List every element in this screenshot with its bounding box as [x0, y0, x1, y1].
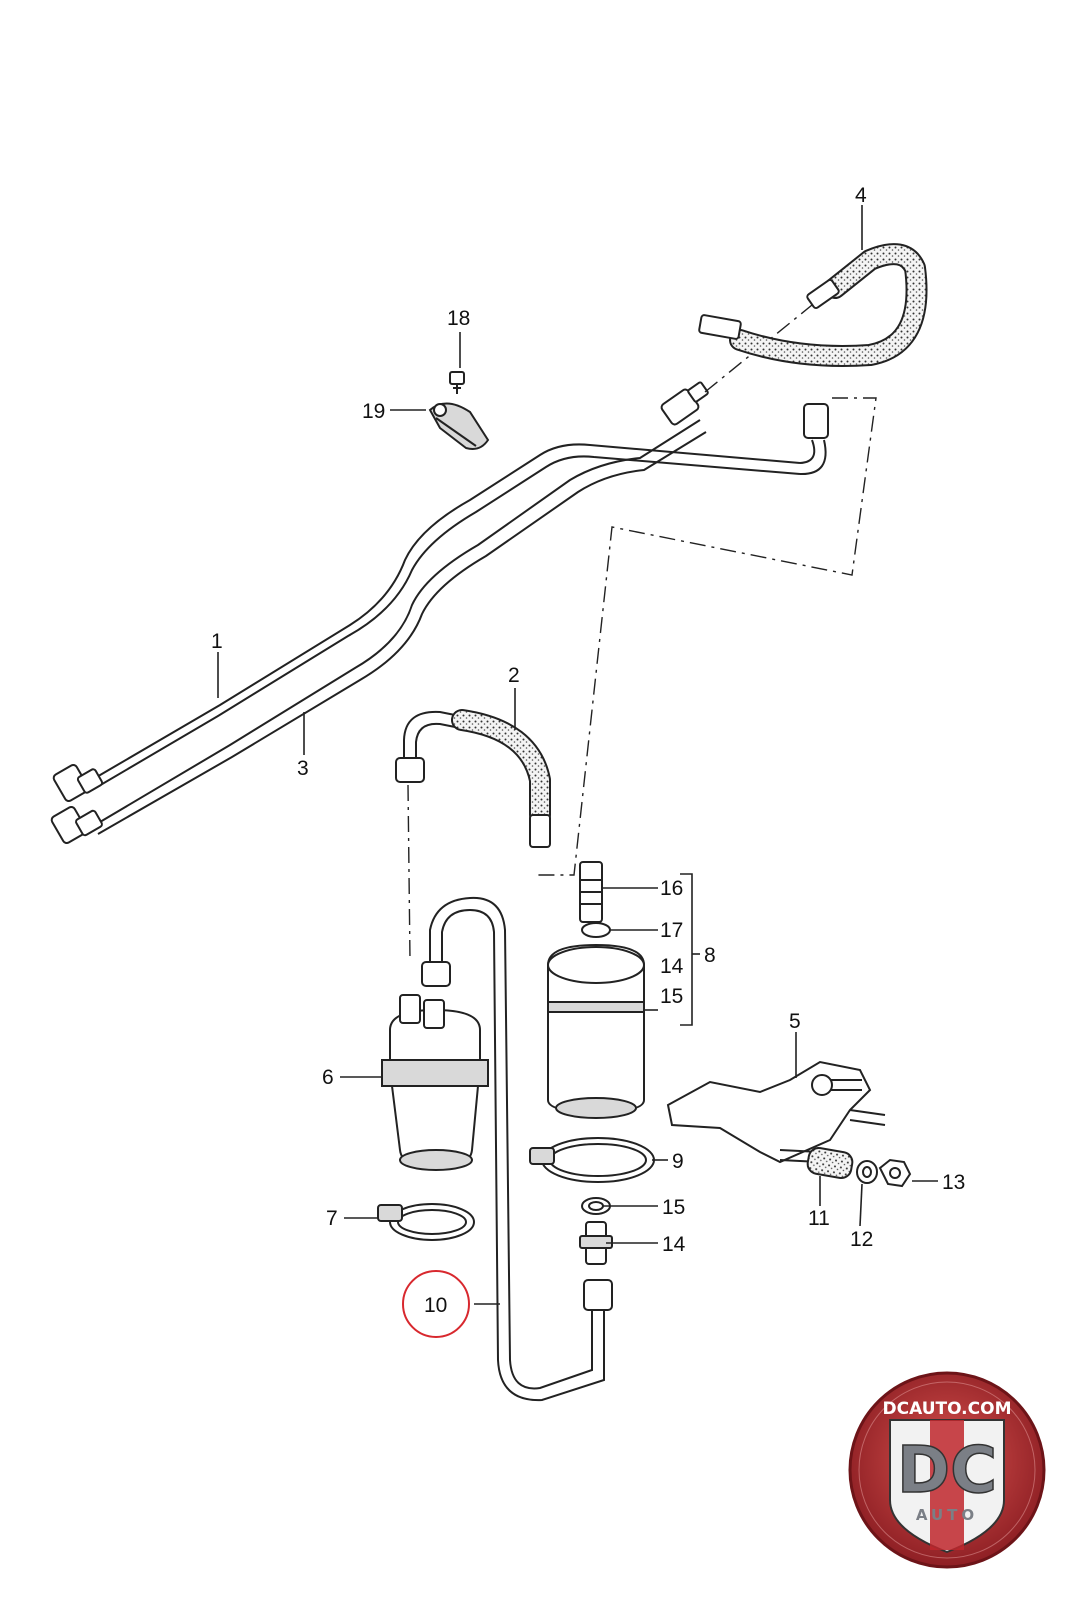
callout-16: 16	[660, 877, 683, 900]
fuel-hose-2	[395, 709, 551, 848]
callout-6: 6	[322, 1066, 334, 1089]
fuel-line-1	[91, 443, 801, 791]
pressure-damper-6	[381, 994, 489, 1171]
dcauto-logo: DCAUTO.COM DC AUTO	[848, 1371, 1046, 1569]
union-nut-top-middle	[660, 381, 709, 426]
union-nut-top-right	[803, 403, 829, 439]
rubber-bushing-11	[806, 1146, 854, 1180]
callout-14-upper: 14	[660, 955, 684, 978]
mounting-bracket-5	[666, 1060, 886, 1164]
callout-14-lower: 14	[662, 1233, 686, 1256]
callout-17: 17	[660, 919, 683, 942]
callout-4: 4	[855, 184, 867, 207]
callout-12: 12	[850, 1228, 873, 1251]
callout-13: 13	[942, 1171, 965, 1194]
callout-3: 3	[297, 757, 309, 780]
callout-8: 8	[704, 944, 716, 967]
logo-monogram: DC	[897, 1434, 997, 1508]
fuel-hose-4	[698, 243, 928, 367]
hose-clamp-7	[377, 1203, 475, 1241]
fuel-line-1-end-bend	[799, 439, 816, 464]
callout-10: 10	[424, 1294, 447, 1317]
callout-1: 1	[211, 630, 223, 653]
fuel-line-1-end-bend-2	[799, 439, 827, 476]
guide-line-right-loop	[538, 397, 877, 876]
callout-11: 11	[808, 1207, 830, 1230]
washer-12	[856, 1160, 878, 1184]
leader-lines	[217, 205, 938, 1305]
guide-line-filter-6	[407, 784, 411, 961]
callout-5: 5	[789, 1010, 801, 1033]
hose-clip-19	[428, 402, 490, 450]
callout-15-upper: 15	[660, 985, 683, 1008]
union-nut-line-3	[50, 805, 103, 845]
screw-18	[449, 371, 465, 394]
fuel-line-10	[421, 896, 613, 1402]
fuel-line-3	[97, 419, 707, 835]
logo-url-text: DCAUTO.COM	[882, 1399, 1011, 1419]
callout-10-highlight-ring	[402, 1270, 470, 1338]
callout-2: 2	[508, 664, 520, 687]
union-nut-line-1	[52, 763, 104, 803]
filter-clamp-9	[529, 1137, 655, 1183]
callout-7: 7	[326, 1207, 338, 1230]
logo-tagline: AUTO	[916, 1506, 978, 1524]
callout-15-lower: 15	[662, 1196, 685, 1219]
callout-18: 18	[447, 307, 470, 330]
nut-13	[878, 1158, 912, 1188]
fuel-filter-8	[547, 861, 645, 1119]
callout-9: 9	[672, 1150, 684, 1173]
callout-19: 19	[362, 400, 385, 423]
